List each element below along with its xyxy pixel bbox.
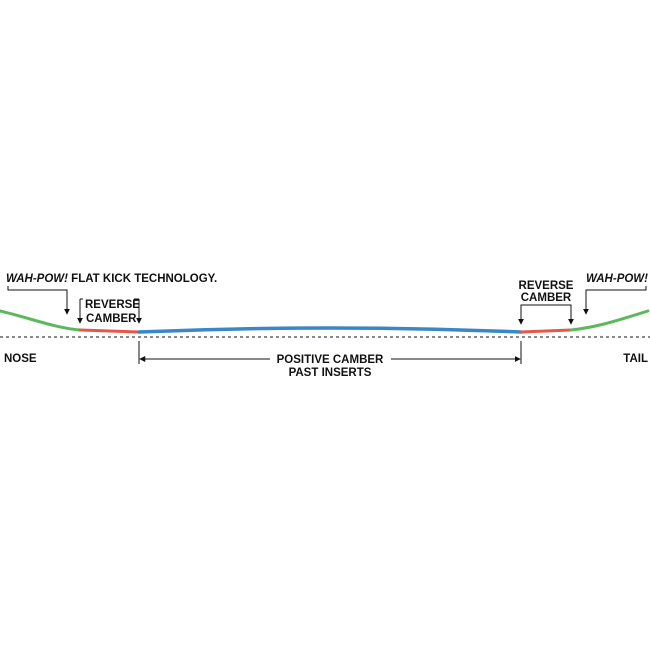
positive-camber-segment [137, 326, 523, 334]
reverse-camber-left-label-line1: REVERSE [85, 299, 140, 311]
positive-camber-label-line1: POSITIVE CAMBER [277, 354, 384, 366]
wahpow-left-leader [7, 286, 70, 315]
wahpow-right-leader [583, 286, 647, 315]
wahpow-flat-kick-label: WAH-POW! FLAT KICK TECHNOLOGY. [6, 273, 217, 285]
nose-label: NOSE [4, 353, 37, 365]
reverse-camber-right-bracket [520, 304, 572, 323]
reverse-camber-nose-segment [78, 328, 141, 334]
reverse-camber-right-label-line2: CAMBER [521, 292, 572, 304]
tail-label: TAIL [623, 353, 648, 365]
nose-kick-segment [0, 309, 82, 332]
positive-camber-label-line2: PAST INSERTS [289, 367, 372, 379]
reverse-camber-tail-segment [519, 328, 573, 334]
tail-kick-segment [569, 309, 650, 332]
reverse-camber-left-label-line2: CAMBER [86, 313, 137, 325]
reverse-camber-right-label-line1: REVERSE [519, 280, 574, 292]
wahpow-right-label: WAH-POW! [586, 273, 648, 285]
